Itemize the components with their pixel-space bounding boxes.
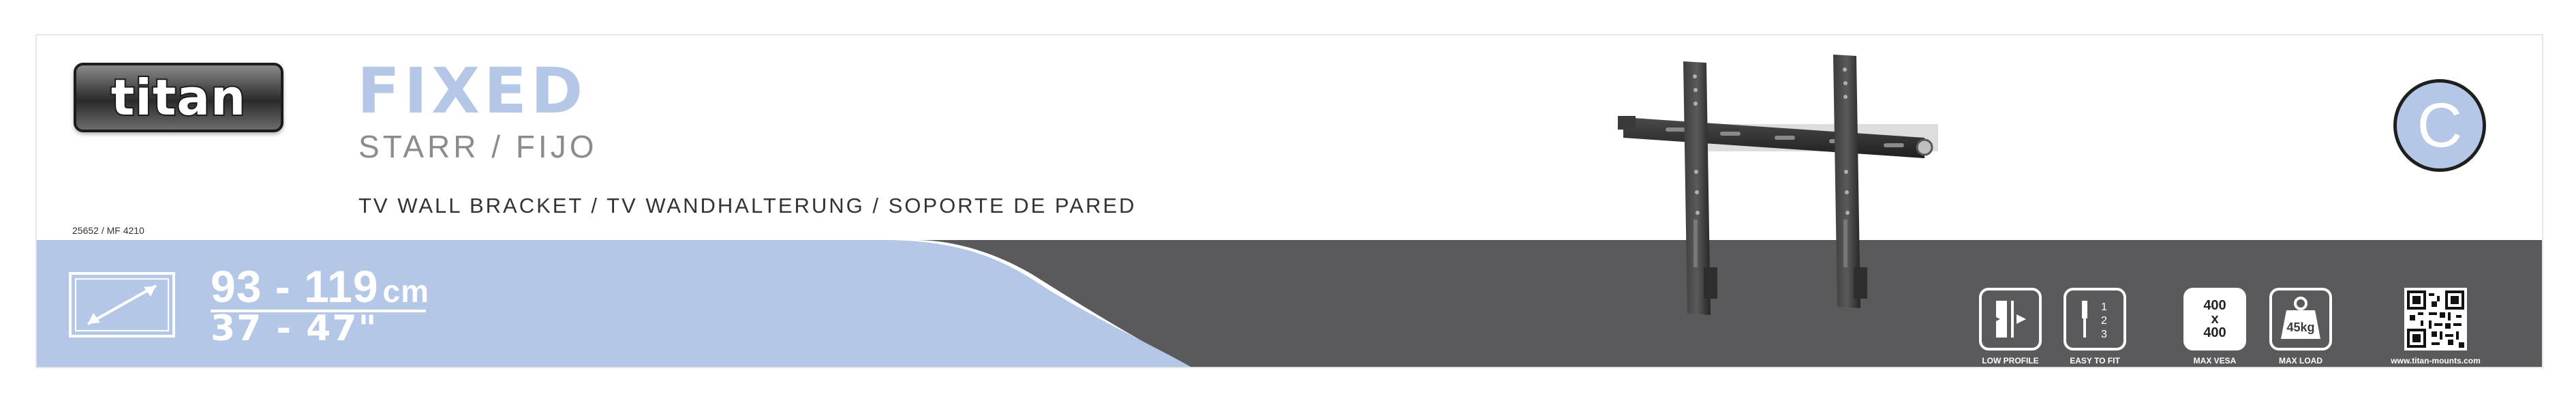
category-letter: C bbox=[2417, 91, 2463, 160]
step-1: 1 bbox=[2101, 301, 2107, 313]
size-cm-range: 93 - 119 bbox=[211, 261, 379, 312]
product-title: FIXED bbox=[357, 55, 587, 128]
size-cm-unit: cm bbox=[382, 273, 430, 309]
feature-max-vesa: 400 x 400 MAX VESA bbox=[2182, 288, 2248, 365]
titan-logo: titan bbox=[74, 63, 283, 132]
vesa-icon: 400 x 400 bbox=[2183, 288, 2246, 350]
easy-to-fit-icon: 1 2 3 bbox=[2064, 288, 2126, 350]
tv-size-icon bbox=[69, 272, 175, 338]
step-2: 2 bbox=[2101, 315, 2107, 327]
product-banner: titan FIXED STARR / FIJO TV WALL BRACKET… bbox=[35, 34, 2543, 368]
feature-label: EASY TO FIT bbox=[2070, 356, 2120, 365]
bottom-band bbox=[37, 240, 2542, 367]
logo-text: titan bbox=[110, 68, 247, 128]
website-label: www.titan-mounts.com bbox=[2391, 356, 2481, 365]
feature-label: MAX LOAD bbox=[2279, 356, 2322, 365]
category-badge: C bbox=[2393, 79, 2486, 172]
size-divider bbox=[211, 310, 426, 312]
qr-code-icon bbox=[2404, 288, 2467, 350]
vesa-top: 400 bbox=[2203, 298, 2226, 313]
vesa-mid: x bbox=[2211, 312, 2219, 327]
low-profile-icon bbox=[1979, 288, 2042, 350]
weight-value: 45kg bbox=[2286, 320, 2314, 334]
feature-label: MAX VESA bbox=[2193, 356, 2237, 365]
feature-label: LOW PROFILE bbox=[1982, 356, 2039, 365]
step-3: 3 bbox=[2101, 329, 2107, 340]
bracket-image bbox=[1618, 55, 1938, 315]
feature-easy-to-fit: 1 2 3 EASY TO FIT bbox=[2062, 288, 2128, 365]
size-inches: 37 - 47" bbox=[211, 308, 378, 349]
feature-website: www.titan-mounts.com bbox=[2388, 288, 2483, 365]
weight-icon: 45kg bbox=[2269, 288, 2332, 350]
vesa-bottom: 400 bbox=[2203, 325, 2226, 340]
product-subtitle: STARR / FIJO bbox=[358, 129, 598, 164]
feature-max-load: 45kg MAX LOAD bbox=[2268, 288, 2333, 365]
product-description: TV WALL BRACKET / TV WANDHALTERUNG / SOP… bbox=[358, 194, 1137, 218]
feature-low-profile: LOW PROFILE bbox=[1978, 288, 2043, 365]
article-number: 25652 / MF 4210 bbox=[72, 225, 144, 236]
